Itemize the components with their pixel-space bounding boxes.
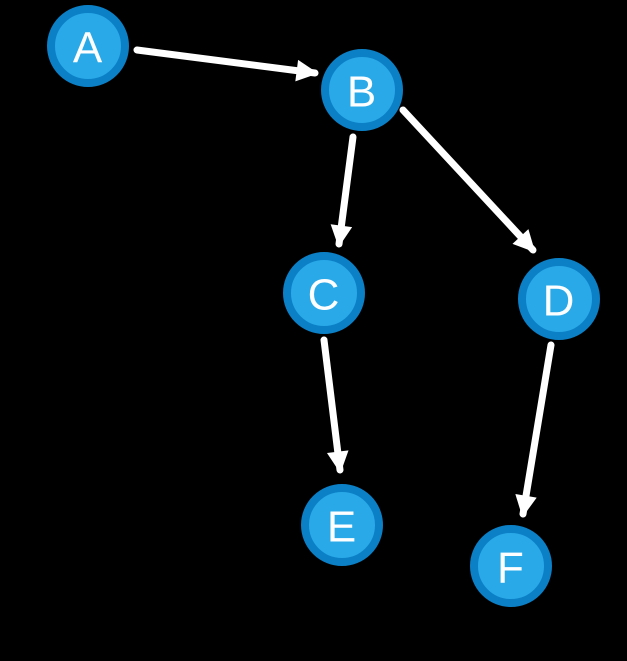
node-circle-A[interactable] (47, 5, 129, 87)
node-A[interactable]: A (47, 5, 129, 87)
node-D[interactable]: D (518, 258, 600, 340)
edge-A-B (133, 46, 319, 82)
node-circle-E[interactable] (301, 484, 383, 566)
node-B[interactable]: B (321, 49, 403, 131)
node-circle-F[interactable] (470, 525, 552, 607)
edge-B-C (330, 133, 357, 248)
edge-C-E (320, 336, 349, 474)
edge-B-D (399, 106, 537, 254)
node-F[interactable]: F (470, 525, 552, 607)
node-C[interactable]: C (283, 252, 365, 334)
node-circle-B[interactable] (321, 49, 403, 131)
node-circle-D[interactable] (518, 258, 600, 340)
node-E[interactable]: E (301, 484, 383, 566)
edge-D-F (515, 341, 555, 518)
node-circle-C[interactable] (283, 252, 365, 334)
